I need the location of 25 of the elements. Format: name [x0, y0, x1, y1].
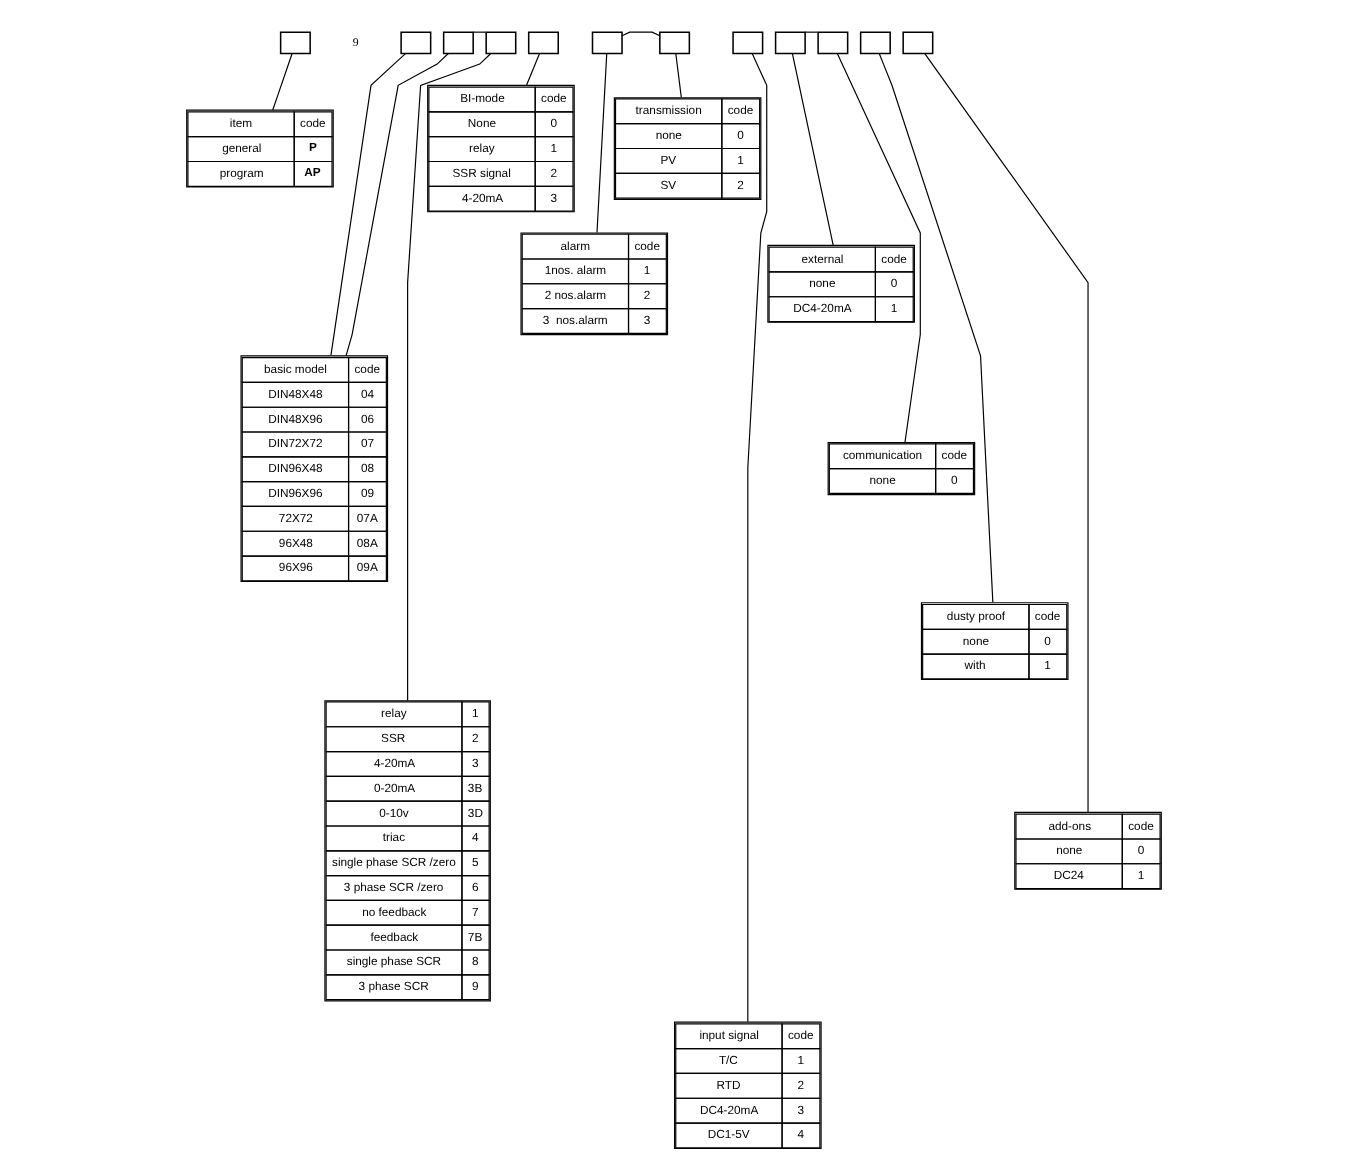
connector: [595, 53, 607, 234]
node-box: [484, 31, 516, 55]
connector: [329, 53, 406, 356]
connector: [923, 53, 1088, 813]
connector: [406, 52, 491, 702]
node-box: [441, 31, 473, 55]
node-box: [399, 31, 431, 55]
node-box: [278, 31, 310, 55]
node-box: [901, 31, 933, 55]
node-box: [731, 31, 763, 55]
connector: [271, 52, 292, 111]
connector: [524, 52, 540, 86]
node-box: [526, 31, 558, 55]
node-box: [858, 31, 890, 55]
node-box: [590, 31, 622, 55]
connector: [674, 52, 681, 98]
node-box: [816, 31, 848, 55]
node-box: [773, 31, 805, 55]
connector: [344, 52, 448, 357]
connector: [746, 53, 767, 1023]
connector: [790, 53, 833, 246]
connector: [835, 53, 920, 444]
node-box: [658, 31, 690, 55]
connector: [620, 31, 660, 37]
connector: [877, 53, 993, 603]
